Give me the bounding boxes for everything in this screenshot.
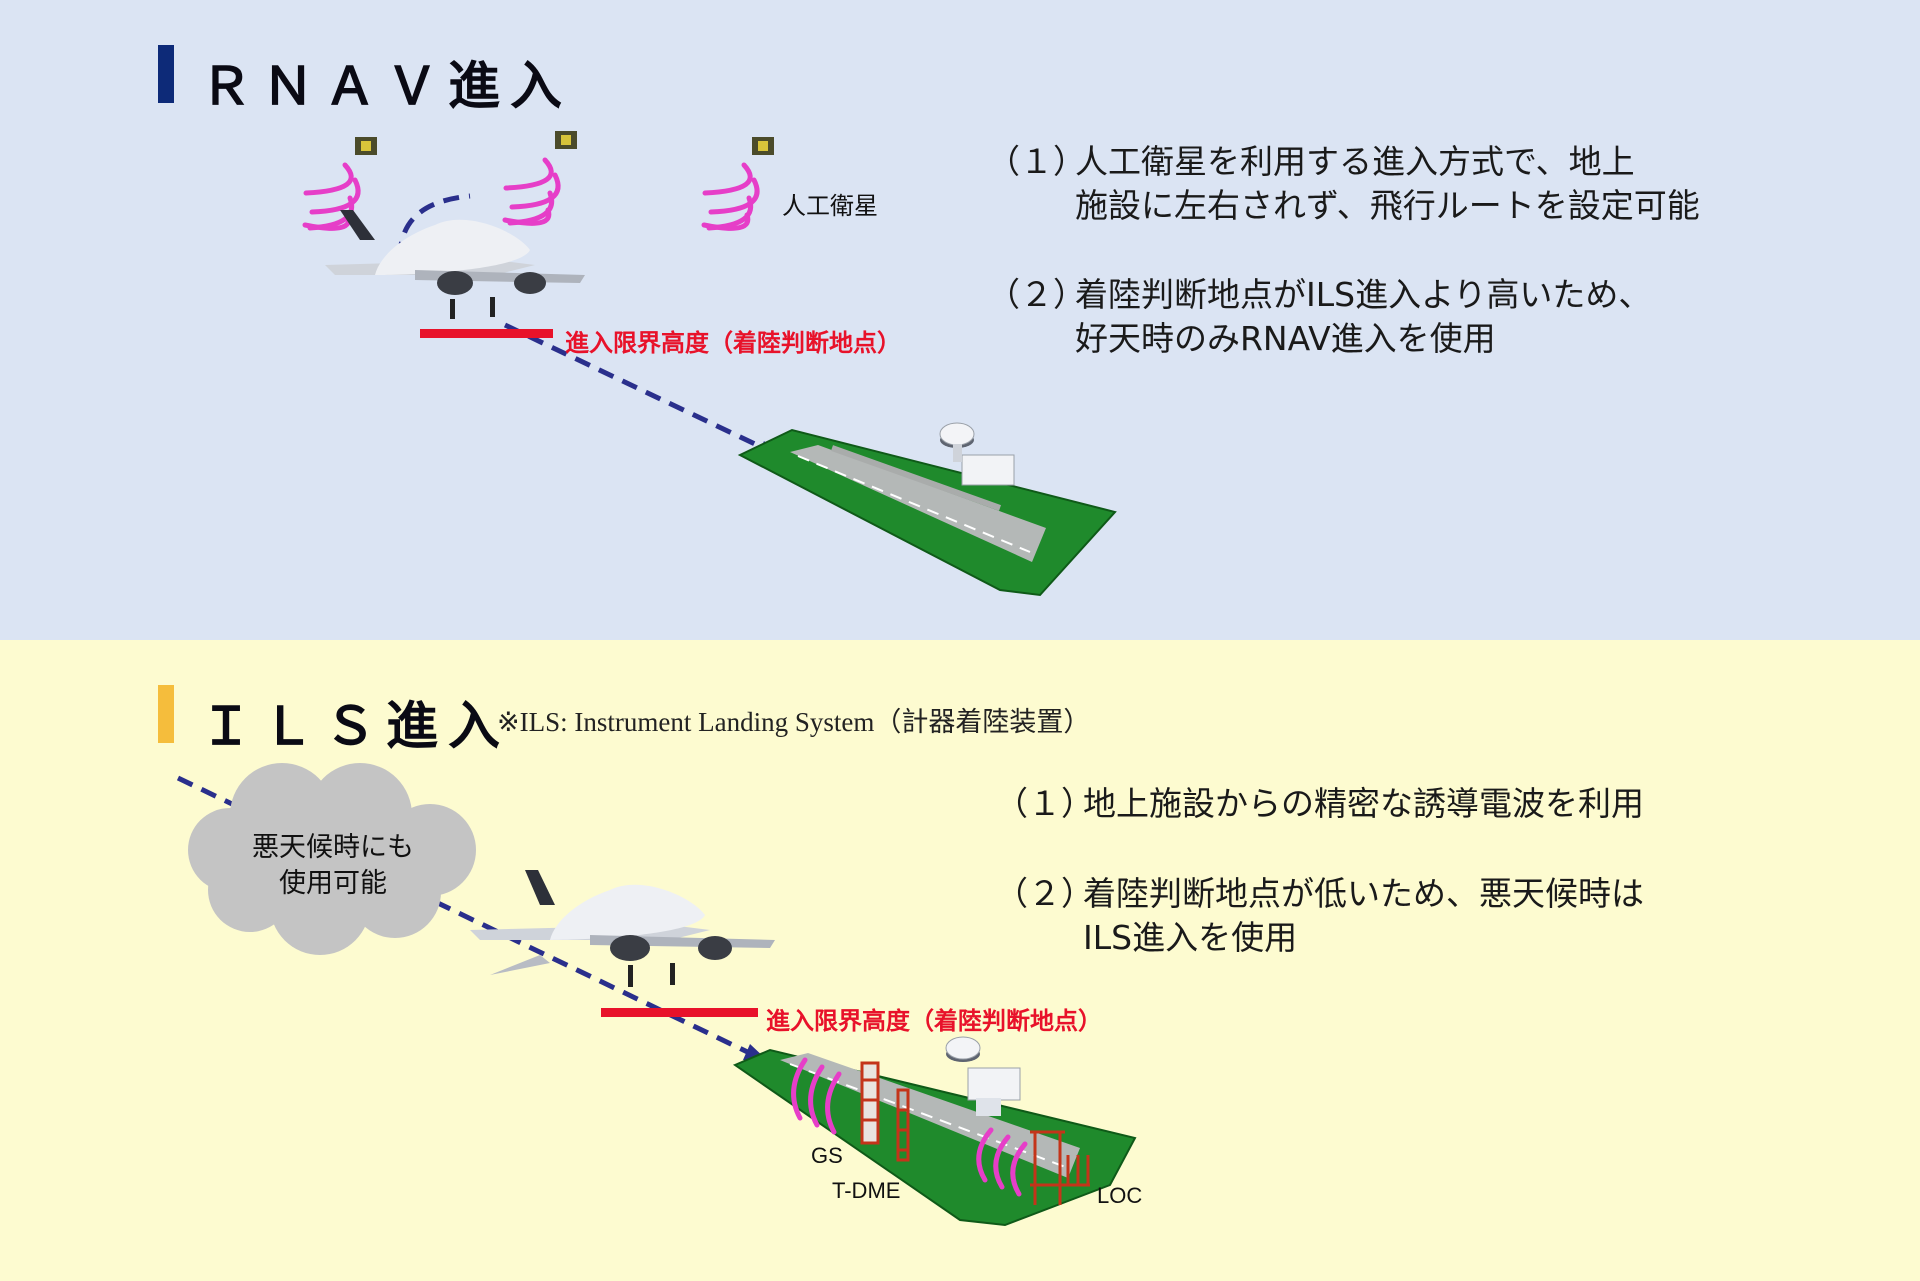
cloud-line-2: 使用可能 — [279, 868, 387, 899]
glideslope-antenna-icon — [860, 1061, 910, 1162]
ils-point-2: （２）着陸判断地点が低いため、悪天候時は ILS進入を使用 — [995, 872, 1644, 960]
airport-icon — [737, 422, 1117, 597]
gs-label: GS — [811, 1143, 843, 1168]
rnav-panel: ＲＮＡＶ進入 — [0, 0, 1920, 640]
ils-note: ※ILS: Instrument Landing System（計器着陸装置） — [497, 707, 1091, 737]
radio-wave-icon — [502, 157, 561, 226]
rnav-decision-line — [420, 329, 553, 338]
rnav-decision-label: 進入限界高度（着陸判断地点） — [565, 329, 901, 357]
satellite-icon — [555, 131, 577, 149]
radio-wave-icon — [701, 162, 760, 231]
satellite-label: 人工衛星 — [782, 192, 878, 220]
ils-panel: ＩＬＳ進入 ※ILS: Instrument Landing System（計器… — [0, 640, 1920, 1281]
point-text: 着陸判断地点がILS進入より高いため、 — [1075, 275, 1652, 314]
ils-title: ＩＬＳ進入 — [200, 697, 511, 757]
point-number: （２） — [987, 275, 1086, 314]
radio-wave-icon — [302, 162, 361, 231]
point-text: 着陸判断地点が低いため、悪天候時は — [1083, 874, 1644, 913]
rnav-point-2: （２）着陸判断地点がILS進入より高いため、 好天時のみRNAV進入を使用 — [987, 273, 1651, 361]
ils-decision-label: 進入限界高度（着陸判断地点） — [766, 1007, 1102, 1035]
localizer-antenna-icon — [1030, 1130, 1090, 1205]
satellite-icon — [752, 137, 774, 155]
aircraft-icon — [470, 870, 775, 987]
tdme-label: T-DME — [832, 1178, 901, 1203]
aircraft-icon — [325, 210, 585, 319]
cloud-label: 悪天候時にも 使用可能 — [233, 830, 433, 902]
ils-illustration — [176, 763, 1137, 1227]
airport-icon — [732, 1036, 1137, 1227]
point-text-continued: ILS進入を使用 — [1083, 918, 1298, 957]
point-text: 地上施設からの精密な誘導電波を利用 — [1083, 784, 1644, 823]
ils-point-1: （１）地上施設からの精密な誘導電波を利用 — [995, 782, 1644, 826]
cloud-line-1: 悪天候時にも — [252, 832, 414, 863]
cloud-icon — [188, 763, 476, 955]
point-number: （１） — [995, 784, 1094, 823]
point-text-continued: 施設に左右されず、飛行ルートを設定可能 — [1075, 186, 1700, 225]
satellite-icon — [355, 137, 377, 155]
rnav-illustration — [302, 131, 1117, 597]
loc-label: LOC — [1097, 1183, 1143, 1208]
point-text: 人工衛星を利用する進入方式で、地上 — [1075, 142, 1635, 181]
rnav-title: ＲＮＡＶ進入 — [200, 57, 573, 117]
point-number: （２） — [995, 874, 1094, 913]
radio-wave-icon — [791, 1057, 1028, 1197]
point-text-continued: 好天時のみRNAV進入を使用 — [1075, 319, 1496, 358]
rnav-title-bar — [158, 45, 174, 103]
point-number: （１） — [987, 142, 1086, 181]
rnav-point-1: （１）人工衛星を利用する進入方式で、地上 施設に左右されず、飛行ルートを設定可能 — [987, 140, 1700, 228]
ils-decision-line — [601, 1008, 758, 1017]
ils-title-bar — [158, 685, 174, 743]
